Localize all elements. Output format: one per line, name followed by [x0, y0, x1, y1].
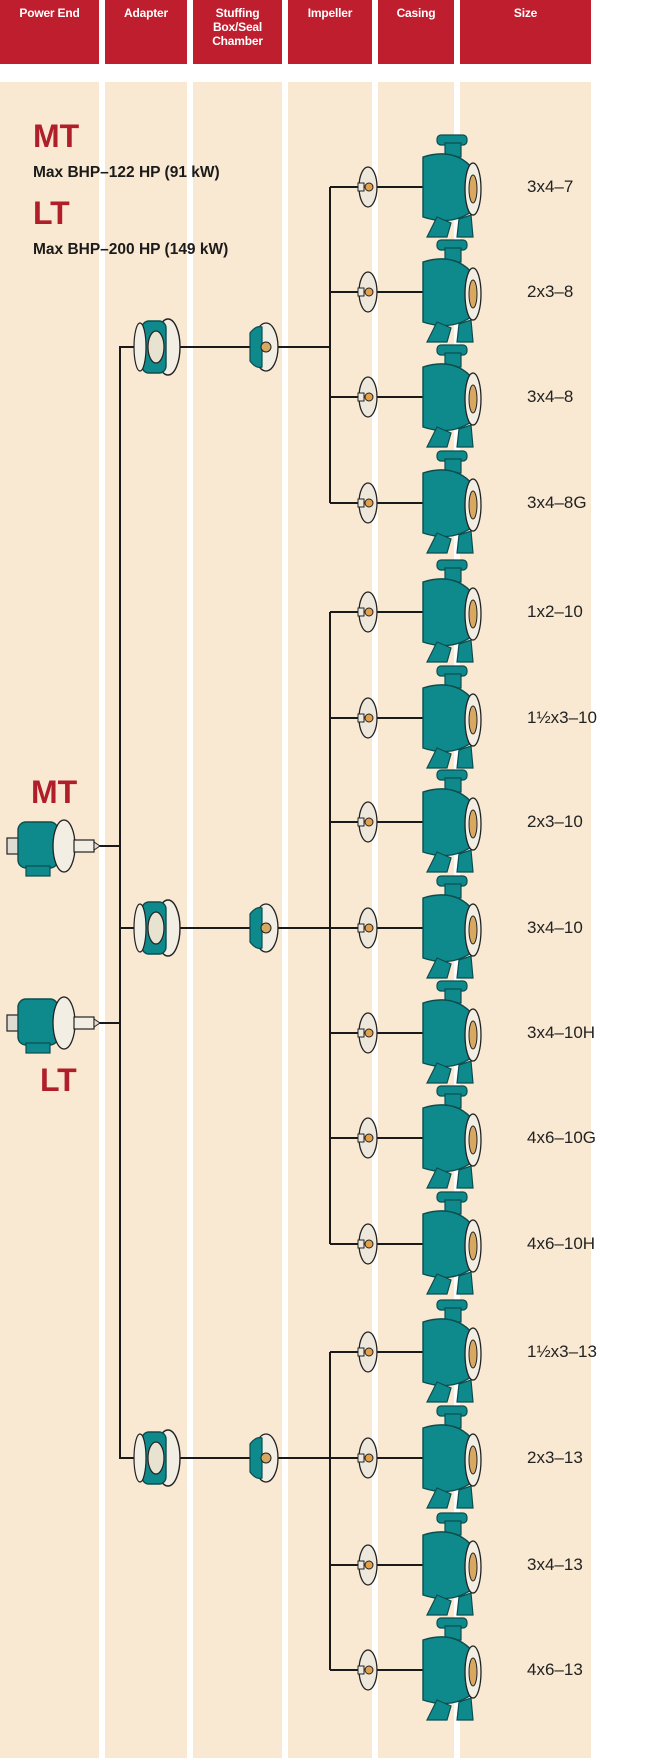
header-stuffing-box-label: Stuffing Box/Seal Chamber: [212, 6, 263, 48]
adapter-icon: [133, 318, 181, 376]
size-label: 3x4–8G: [527, 493, 587, 512]
casing-icon: [422, 665, 482, 769]
adapter-icon: [133, 899, 181, 957]
impeller-icon: [357, 1223, 378, 1265]
power-end-lt-label: LT: [40, 1062, 77, 1098]
size-label: 2x3–13: [527, 1448, 583, 1467]
casing-icon: [422, 980, 482, 1084]
size-label: 2x3–10: [527, 812, 583, 831]
impeller-icon: [357, 1331, 378, 1373]
impeller-icon: [357, 801, 378, 843]
bus-line: [119, 346, 140, 1459]
impeller-icon: [357, 1437, 378, 1479]
casing-icon: [422, 344, 482, 448]
header-casing-label: Casing: [396, 6, 436, 20]
adapter-icon: [133, 1429, 181, 1487]
size-label: 3x4–7: [527, 177, 574, 196]
casing-icon: [422, 1617, 482, 1721]
impeller-icon: [357, 271, 378, 313]
power-end-lt-icon: [6, 996, 101, 1054]
impeller-icon: [357, 1649, 378, 1691]
header-impeller-label: Impeller: [307, 6, 353, 20]
casing-icon: [422, 1085, 482, 1189]
impeller-icon: [357, 1012, 378, 1054]
stuffing-box-icon: [249, 903, 279, 953]
header-power-end: Power End: [0, 0, 99, 64]
casing-icon: [422, 134, 482, 238]
header-impeller: Impeller: [288, 0, 372, 64]
size-label: 3x4–10H: [527, 1023, 596, 1042]
impeller-icon: [357, 166, 378, 208]
power-end-mt-label: MT: [31, 774, 78, 810]
impeller-icon: [357, 591, 378, 633]
intro-lt-title: LT: [33, 195, 70, 231]
casing-icon: [422, 1405, 482, 1509]
size-label: 3x4–8: [527, 387, 574, 406]
size-label: 1x2–10: [527, 602, 583, 621]
size-label: 4x6–10H: [527, 1234, 596, 1253]
impeller-icon: [357, 697, 378, 739]
header-size-label: Size: [513, 6, 538, 20]
intro-lt-spec: Max BHP–200 HP (149 kW): [33, 241, 229, 258]
impeller-icon: [357, 482, 378, 524]
header-size: Size: [460, 0, 591, 64]
header-power-end-label: Power End: [19, 6, 80, 20]
stuffing-box-icon: [249, 1433, 279, 1483]
intro-mt-title: MT: [33, 118, 80, 154]
impeller-icon: [357, 907, 378, 949]
header-adapter-label: Adapter: [124, 6, 168, 20]
header-stuffing-box: Stuffing Box/Seal Chamber: [193, 0, 282, 64]
casing-icon: [422, 1191, 482, 1295]
size-label: 4x6–13: [527, 1660, 583, 1679]
intro-mt-spec: Max BHP–122 HP (91 kW): [33, 164, 220, 181]
impeller-icon: [357, 1544, 378, 1586]
casing-icon: [422, 1299, 482, 1403]
impeller-icon: [357, 376, 378, 418]
column-power-end: [0, 82, 99, 1758]
header-adapter: Adapter: [105, 0, 187, 64]
size-label: 1½x3–13: [527, 1342, 597, 1361]
casing-icon: [422, 875, 482, 979]
casing-icon: [422, 450, 482, 554]
casing-icon: [422, 1512, 482, 1616]
impeller-icon: [357, 1117, 378, 1159]
size-label: 4x6–10G: [527, 1128, 596, 1147]
power-end-mt-icon: [6, 819, 101, 877]
size-label: 3x4–13: [527, 1555, 583, 1574]
casing-icon: [422, 239, 482, 343]
size-label: 3x4–10: [527, 918, 583, 937]
header-casing: Casing: [378, 0, 454, 64]
casing-icon: [422, 769, 482, 873]
casing-icon: [422, 559, 482, 663]
stuffing-box-icon: [249, 322, 279, 372]
size-label: 1½x3–10: [527, 708, 597, 727]
column-size: [460, 82, 591, 1758]
size-label: 2x3–8: [527, 282, 574, 301]
